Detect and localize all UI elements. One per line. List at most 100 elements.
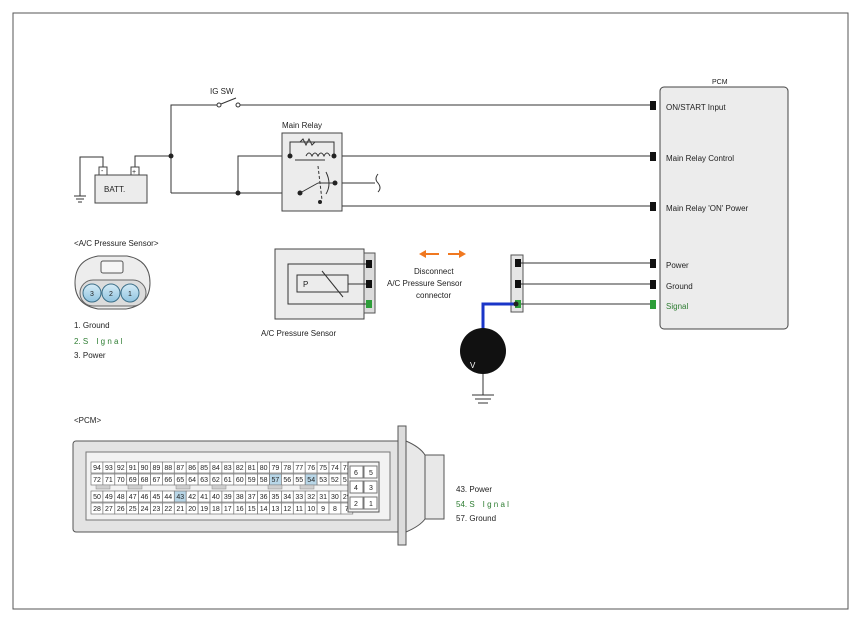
pcm-pin-main-relay-control: Main Relay Control <box>666 154 734 163</box>
pcm-pin-number: 60 <box>236 477 244 484</box>
ac-pressure-sensor: P A/C Pressure Sensor <box>261 248 376 338</box>
connector-key-tab <box>95 484 111 490</box>
pcm-pin-number: 86 <box>188 465 196 472</box>
ac-sensor-connector: <A/C Pressure Sensor> 3 2 1 1. Ground 2.… <box>74 239 159 360</box>
signal-probe-wire <box>481 302 516 330</box>
pcm-pin-number: 59 <box>248 477 256 484</box>
pcm-pin-number: 14 <box>260 506 268 513</box>
pcm-pin-number: 73 <box>343 465 351 472</box>
pcm-pin-number: 46 <box>141 494 149 501</box>
pcm-pin-number: 90 <box>141 465 149 472</box>
pcm-pin-number: 43 <box>176 494 184 501</box>
small-pin-5: 5 <box>369 470 373 477</box>
pcm-pin-number: 83 <box>224 465 232 472</box>
pcm-pin-number: 89 <box>153 465 161 472</box>
connector-key-tab <box>127 484 143 490</box>
connector-pin-3: 3 <box>90 291 94 298</box>
pcm-pin-number: 39 <box>224 494 232 501</box>
pcm-pin-number: 25 <box>129 506 137 513</box>
pcm-pin-number: 84 <box>212 465 220 472</box>
pcm-pin-number: 44 <box>164 494 172 501</box>
pcm-pin-number: 16 <box>236 506 244 513</box>
pcm-pin-number: 22 <box>164 506 172 513</box>
small-pin-1: 1 <box>369 501 373 508</box>
pcm-pin-number: 79 <box>272 465 280 472</box>
pcm-pin-number: 57 <box>272 477 280 484</box>
pcm-pin-number: 68 <box>141 477 149 484</box>
small-pin-2: 2 <box>354 501 358 508</box>
pcm-pin-number: 65 <box>176 477 184 484</box>
pcm-pin-number: 55 <box>295 477 303 484</box>
pcm-pin-number: 29 <box>343 494 351 501</box>
pcm-pin-number: 51 <box>343 477 351 484</box>
pcm-pin-number: 56 <box>283 477 291 484</box>
connector-key-tab <box>267 484 283 490</box>
pcm-pin-number: 81 <box>248 465 256 472</box>
pcm-pin-number: 63 <box>200 477 208 484</box>
disconnect-line-3: connector <box>416 291 451 300</box>
ac-pressure-sensor-label: A/C Pressure Sensor <box>261 329 336 338</box>
pcm-pin-main-relay-on-power: Main Relay 'ON' Power <box>666 204 749 213</box>
pcm-pin-number: 91 <box>129 465 137 472</box>
pcm-pin-number: 10 <box>307 506 315 513</box>
disconnect-line-1: Disconnect <box>414 267 454 276</box>
voltmeter-label: V <box>470 361 476 370</box>
main-relay-label: Main Relay <box>282 121 322 130</box>
pcm-pin-number: 9 <box>321 506 325 513</box>
pcm-pin-number: 80 <box>260 465 268 472</box>
pcm-pin-number: 31 <box>319 494 327 501</box>
pcm-pin-number: 15 <box>248 506 256 513</box>
pcm-pin-number: 92 <box>117 465 125 472</box>
pcm-pin-number: 45 <box>153 494 161 501</box>
small-pin-6: 6 <box>354 470 358 477</box>
pcm-pin-number: 88 <box>164 465 172 472</box>
sensor-legend-power: 3. Power <box>74 351 106 360</box>
power-wiring: IG SW <box>134 87 650 207</box>
pcm-pin-number: 53 <box>319 477 327 484</box>
pcm-pin-number: 41 <box>200 494 208 501</box>
pcm-pin-number: 50 <box>93 494 101 501</box>
pcm-connector-title: <PCM> <box>74 416 101 425</box>
pcm-pin-number: 78 <box>283 465 291 472</box>
pcm-pin-number: 77 <box>295 465 303 472</box>
pcm-pin-number: 20 <box>188 506 196 513</box>
ig-switch-label: IG SW <box>210 87 234 96</box>
pcm-pin-number: 75 <box>319 465 327 472</box>
pcm-pin-number: 72 <box>93 477 101 484</box>
pcm-pin-number: 36 <box>260 494 268 501</box>
connector-key-tab <box>175 484 191 490</box>
pcm-pin-number: 11 <box>296 506 303 513</box>
pcm-pin-on-start-input: ON/START Input <box>666 103 726 112</box>
ac-sensor-connector-title: <A/C Pressure Sensor> <box>74 239 159 248</box>
harness-connector <box>481 254 650 330</box>
small-pin-4: 4 <box>354 485 358 492</box>
pcm-pin-signal: Signal <box>666 302 688 311</box>
pcm-pin-number: 54 <box>307 477 315 484</box>
pcm-legend-ground: 57. Ground <box>456 514 496 523</box>
svg-text:-: - <box>101 168 104 175</box>
battery: - + BATT. <box>74 156 148 204</box>
pcm-pin-number: 27 <box>105 506 113 513</box>
pcm-pin-number: 49 <box>105 494 113 501</box>
pcm-pin-number: 38 <box>236 494 244 501</box>
pcm-pin-number: 93 <box>105 465 113 472</box>
pcm-pin-number: 52 <box>331 477 339 484</box>
pcm-pin-number: 18 <box>212 506 220 513</box>
pcm-pin-number: 40 <box>212 494 220 501</box>
pcm-pin-power: Power <box>666 261 689 270</box>
voltmeter: V <box>460 328 506 404</box>
pcm-pin-number: 71 <box>105 477 113 484</box>
pcm-title: PCM <box>712 79 728 86</box>
battery-label: BATT. <box>104 185 125 194</box>
pcm-pin-number: 48 <box>117 494 125 501</box>
pcm-pin-number: 34 <box>283 494 291 501</box>
pcm-pin-number: 67 <box>153 477 161 484</box>
pcm-pin-number: 70 <box>117 477 125 484</box>
pcm-pin-number: 12 <box>283 506 291 513</box>
pcm-pin-number: 19 <box>200 506 208 513</box>
pcm-pin-number: 47 <box>129 494 137 501</box>
pcm-pin-number: 23 <box>153 506 161 513</box>
